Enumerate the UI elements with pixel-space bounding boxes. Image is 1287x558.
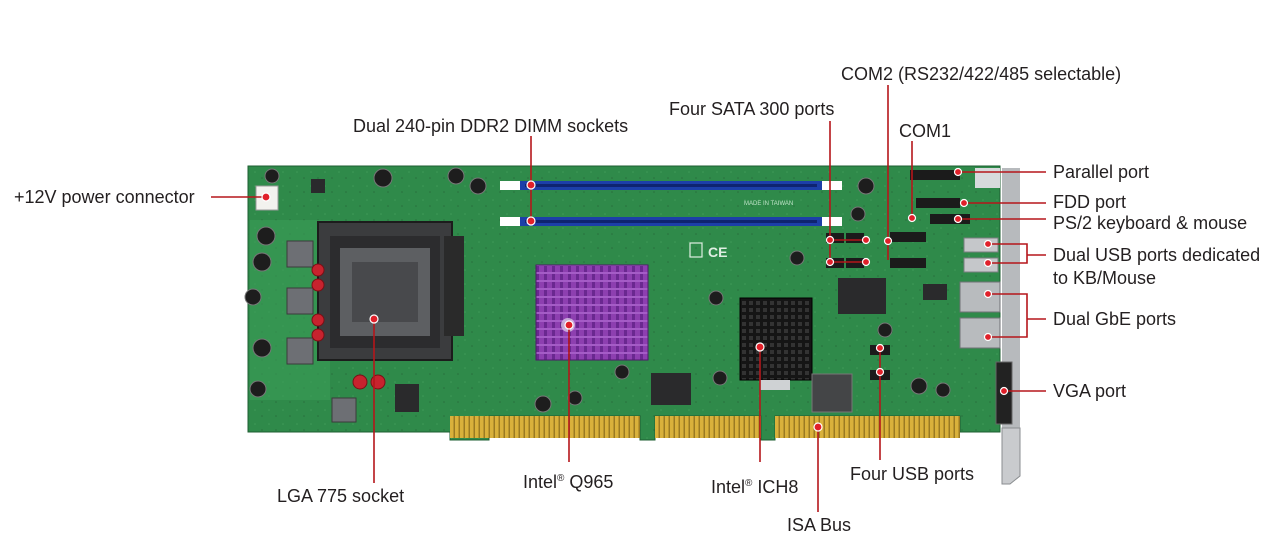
dot-sata-1 bbox=[825, 235, 835, 245]
vrm-chokes bbox=[286, 240, 357, 423]
dot-sata-4 bbox=[861, 257, 871, 267]
dot-parallel bbox=[953, 167, 963, 177]
cpu-socket bbox=[317, 221, 464, 361]
dot-vga bbox=[999, 386, 1009, 396]
chip-lan bbox=[838, 278, 886, 314]
edge-connector-pci bbox=[655, 416, 761, 438]
label-sata-ports: Four SATA 300 ports bbox=[669, 99, 835, 119]
label-four-usb: Four USB ports bbox=[850, 464, 975, 484]
dimm-slot-1 bbox=[500, 181, 842, 190]
dot-q965 bbox=[564, 320, 574, 330]
label-vga-port: VGA port bbox=[1053, 381, 1127, 401]
dot-ps2 bbox=[953, 214, 963, 224]
label-ich8-brand: Intel bbox=[711, 477, 746, 497]
weee-bin-mark bbox=[689, 242, 703, 258]
label-ich8-reg: ® bbox=[745, 478, 753, 489]
capacitors bbox=[244, 167, 951, 413]
label-com1: COM1 bbox=[899, 121, 952, 141]
label-gbe-ports: Dual GbE ports bbox=[1053, 309, 1177, 329]
dimm-slot-2 bbox=[500, 217, 842, 226]
dot-usb-kb-2 bbox=[983, 258, 993, 268]
dot-gbe-2 bbox=[983, 332, 993, 342]
dot-fdd bbox=[959, 198, 969, 208]
leader-gbe bbox=[988, 293, 1046, 338]
leader-dots bbox=[261, 167, 1009, 432]
chip-small-2 bbox=[923, 284, 947, 300]
dot-ich8 bbox=[755, 342, 765, 352]
motherboard: MADE IN TAIWAN CE bbox=[244, 165, 1021, 485]
sata-connectors bbox=[826, 233, 864, 268]
dot-isa bbox=[813, 422, 823, 432]
label-dimm-sockets: Dual 240-pin DDR2 DIMM sockets bbox=[353, 116, 629, 136]
dot-dimm-1 bbox=[526, 180, 536, 190]
edge-connector-isa bbox=[775, 416, 960, 438]
leader-lines bbox=[211, 85, 1046, 512]
label-ps2: PS/2 keyboard & mouse bbox=[1053, 213, 1248, 233]
onboard-battery bbox=[760, 380, 790, 390]
southbridge-heatsink bbox=[739, 297, 813, 381]
dot-com2 bbox=[883, 236, 893, 246]
silk-made-in-taiwan: MADE IN TAIWAN bbox=[744, 201, 793, 207]
label-usb-kb-line2: to KB/Mouse bbox=[1053, 268, 1157, 288]
label-q965-reg: ® bbox=[557, 473, 565, 484]
label-isa-bus: ISA Bus bbox=[787, 515, 852, 535]
dot-lga bbox=[369, 314, 379, 324]
label-usb-kb-line1: Dual USB ports dedicated bbox=[1053, 245, 1261, 265]
label-com2: COM2 (RS232/422/485 selectable) bbox=[841, 64, 1122, 84]
dot-gbe-1 bbox=[983, 289, 993, 299]
dot-usb4-1 bbox=[875, 343, 885, 353]
dot-sata-3 bbox=[825, 257, 835, 267]
dot-usb4-2 bbox=[875, 367, 885, 377]
chip-small-1 bbox=[395, 384, 419, 412]
label-q965: Intel® Q965 bbox=[523, 469, 613, 492]
label-q965-brand: Intel bbox=[523, 472, 558, 492]
dot-usb-kb-1 bbox=[983, 239, 993, 249]
label-power-connector: +12V power connector bbox=[14, 187, 195, 207]
edge-connector-mid bbox=[489, 416, 640, 438]
dot-com1 bbox=[907, 213, 917, 223]
label-parallel-port: Parallel port bbox=[1053, 162, 1150, 182]
silk-ce-mark: CE bbox=[708, 244, 727, 260]
label-q965-name: Q965 bbox=[564, 472, 614, 492]
chip-bios bbox=[811, 373, 853, 413]
dot-power bbox=[261, 192, 271, 202]
label-lga-socket: LGA 775 socket bbox=[277, 486, 405, 506]
dot-dimm-2 bbox=[526, 216, 536, 226]
edge-connector-left bbox=[450, 416, 489, 438]
chip-small-3 bbox=[311, 179, 325, 193]
northbridge-heatsink bbox=[535, 264, 649, 361]
leader-usb-kb bbox=[988, 243, 1046, 264]
rear-rj45-ports bbox=[959, 281, 1001, 349]
chip-superio bbox=[651, 373, 691, 405]
label-fdd-port: FDD port bbox=[1053, 192, 1127, 212]
label-ich8: Intel® ICH8 bbox=[711, 474, 798, 497]
label-ich8-name: ICH8 bbox=[752, 477, 799, 497]
dot-sata-2 bbox=[861, 235, 871, 245]
